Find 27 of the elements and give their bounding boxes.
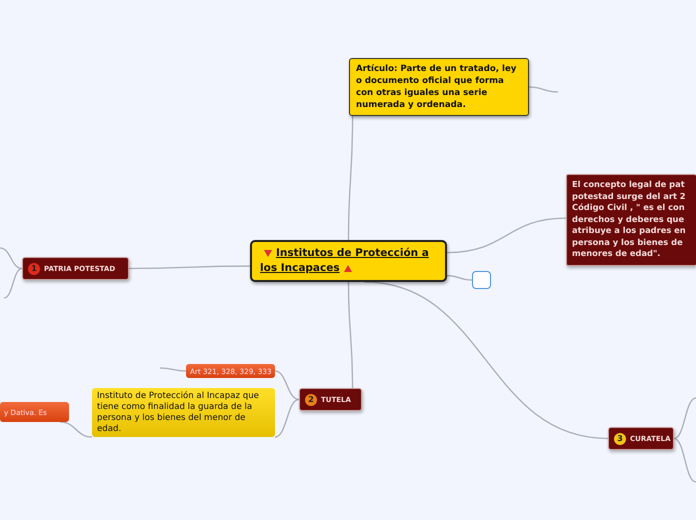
note-box: El concepto legal de pat potestad surge del art 2 Código Civil , " es el con derechos y deberes que atribuye a los padres en persona y los bienes de menores de edad". [566,174,696,266]
central-topic-text: Institutos de Protección a los Incapaces [260,247,429,274]
central-topic-box [250,240,447,282]
connector-line [348,282,354,388]
connector-line [60,421,92,438]
number-badge: 2 [305,394,317,406]
connector-line [129,265,250,270]
connector-line [348,116,354,240]
note-box: Instituto de Protección al Incapaz que tiene como finalidad la guarda de la persona y los bienes del menor de edad. [92,388,275,437]
note-box: Artículo: Parte de un tratado, ley o documento oficial que forma con otras iguales una serie numerada y ordenada. [349,58,529,116]
connector-line [160,367,186,372]
connector-line [674,438,696,483]
topic-box [299,388,362,411]
empty-box [472,271,491,289]
connector-line [274,370,300,400]
connector-line [446,275,472,281]
connector-line [0,247,22,270]
connector-line [4,268,22,299]
connector-line [364,281,608,440]
topic-box [22,257,129,280]
number-badge: 3 [614,432,626,444]
topic-box [608,427,674,450]
connector-line [528,86,558,93]
connector-line [446,218,566,254]
connector-line [674,397,696,440]
number-badge: 1 [28,262,40,274]
connector-line [274,398,300,438]
